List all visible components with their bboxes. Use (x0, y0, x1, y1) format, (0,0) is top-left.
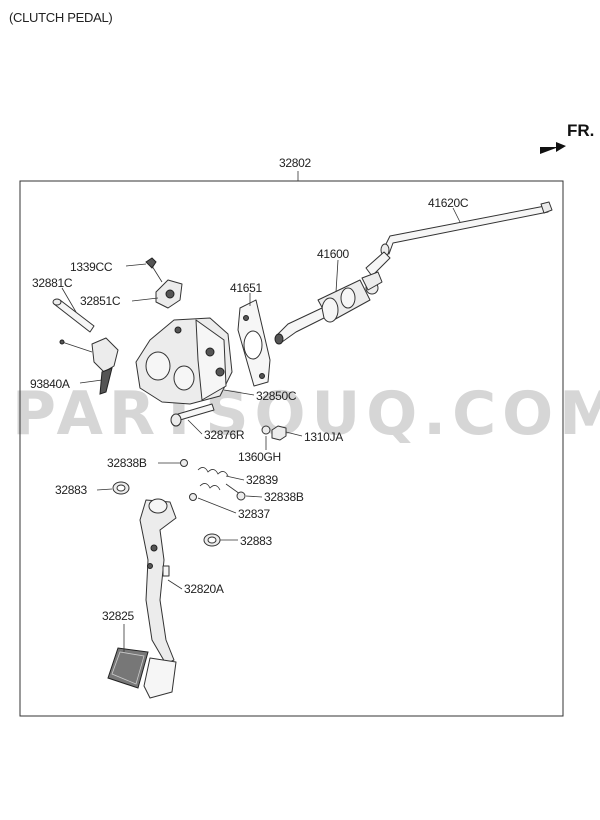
leader-1339CC (125, 263, 147, 267)
leader-32876R (187, 419, 203, 435)
label-32881C: 32881C (32, 276, 73, 290)
pedal-pad-drawing (107, 647, 177, 699)
leader-32883-left (96, 488, 113, 491)
label-32851C: 32851C (80, 294, 121, 308)
leader-32820A (167, 579, 183, 590)
leader-32850C (223, 389, 255, 396)
label-41651: 41651 (230, 281, 262, 295)
gasket-drawing (237, 299, 271, 387)
assembly-number: 32802 (279, 156, 311, 170)
switch-drawing (59, 337, 119, 395)
master-cylinder-drawing (274, 271, 383, 345)
pedal-bracket-drawing (135, 317, 233, 405)
label-32850C: 32850C (256, 389, 297, 403)
leader-1310JA (285, 431, 303, 437)
label-32839: 32839 (246, 473, 278, 487)
leader-32881C (61, 287, 77, 313)
label-41600: 41600 (317, 247, 349, 261)
leader-32837 (197, 497, 237, 514)
pedal-arm-drawing (139, 498, 177, 665)
label-41620C: 41620C (428, 196, 469, 210)
watermark: PARTSOUQ.COM (12, 379, 600, 449)
bolt-drawing (170, 403, 215, 427)
front-direction-icon (540, 142, 566, 154)
label-32820A: 32820A (184, 582, 224, 596)
label-32838B-left: 32838B (107, 456, 147, 470)
label-1339CC: 1339CC (70, 260, 113, 274)
hose-pipe-drawing (365, 201, 553, 277)
label-1310JA: 1310JA (304, 430, 343, 444)
clip-drawing (145, 257, 183, 309)
leader-32838B-right (245, 495, 263, 498)
push-rod-drawing (52, 298, 95, 333)
spring-drawing (112, 459, 246, 547)
nut-drawing (261, 425, 287, 441)
label-32876R: 32876R (204, 428, 245, 442)
leader-41620C (452, 207, 461, 223)
front-direction-label: FR. (567, 121, 594, 140)
page-title: (CLUTCH PEDAL) (9, 10, 112, 25)
label-1360GH: 1360GH (238, 450, 281, 464)
label-32825: 32825 (102, 609, 134, 623)
leader-93840A (79, 379, 103, 384)
assembly-frame (19, 180, 564, 717)
label-32883-right: 32883 (240, 534, 272, 548)
label-32883-left: 32883 (55, 483, 87, 497)
label-93840A: 93840A (30, 377, 70, 391)
label-32837: 32837 (238, 507, 270, 521)
leader-41600 (335, 259, 339, 293)
leader-32839 (225, 475, 245, 481)
label-32838B-right: 32838B (264, 490, 304, 504)
leader-32851C (131, 297, 159, 302)
